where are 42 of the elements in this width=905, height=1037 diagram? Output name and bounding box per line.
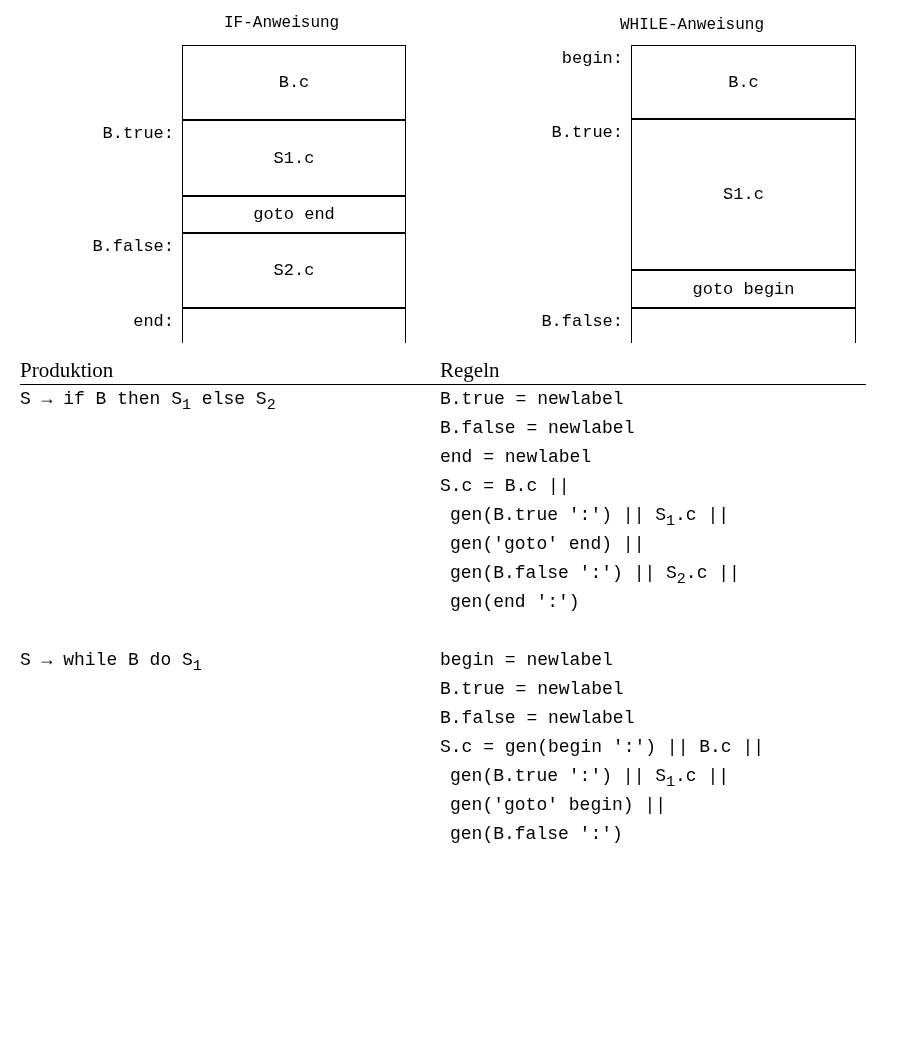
table-text: gen(B.true ':') || S$_{1}$.c || [450,505,730,530]
block-text: B.c [278,73,310,92]
open-block [631,308,856,343]
code-block [182,120,406,196]
column-header: Produktion [20,358,114,383]
column-header: Regeln [440,358,500,383]
block-text: goto end [253,205,335,224]
table-text: B.false = newlabel [440,708,635,728]
table-text: begin = newlabel [440,650,613,670]
code-block [631,270,856,308]
jump-label: B.true: [551,123,623,142]
open-block [182,308,406,343]
table-text: B.true = newlabel [440,389,624,409]
jump-label: B.false: [541,312,623,331]
table-text: S.c = B.c || [440,476,570,496]
jump-label: B.false: [92,237,174,256]
table-text: B.true = newlabel [440,679,624,699]
code-block [182,45,406,120]
table-text: end = newlabel [440,447,592,467]
table-text: gen(B.false ':') [450,824,623,844]
block-text: B.c [728,72,759,92]
jump-label: B.true: [102,124,174,143]
block-text: goto begin [692,279,795,299]
table-text: gen(B.true ':') || S$_{1}$.c || [450,766,730,791]
code-block [182,196,406,233]
table-text: S → while B do S$_{1}$ [20,650,202,675]
stack-heading: IF-Anweisung [224,14,340,32]
table-text: B.false = newlabel [440,418,635,438]
code-block [631,119,856,270]
block-text: S2.c [273,261,315,280]
table-text: gen('goto' end) || [450,534,645,554]
table-text: S.c = gen(begin ':') || B.c || [440,737,765,757]
block-text: S1.c [723,185,764,204]
code-block [182,233,406,308]
table-text: gen(end ':') [450,592,580,612]
code-block [631,45,856,119]
block-text: S1.c [273,148,315,168]
jump-label: end: [133,312,174,331]
table-text: gen(B.false ':') || S$_{2}$.c || [450,563,740,588]
table-text: S → if B then S$_{1}$ else S$_{2}$ [20,389,276,414]
jump-label: begin: [561,49,623,68]
table-text: gen('goto' begin) || [450,795,667,815]
